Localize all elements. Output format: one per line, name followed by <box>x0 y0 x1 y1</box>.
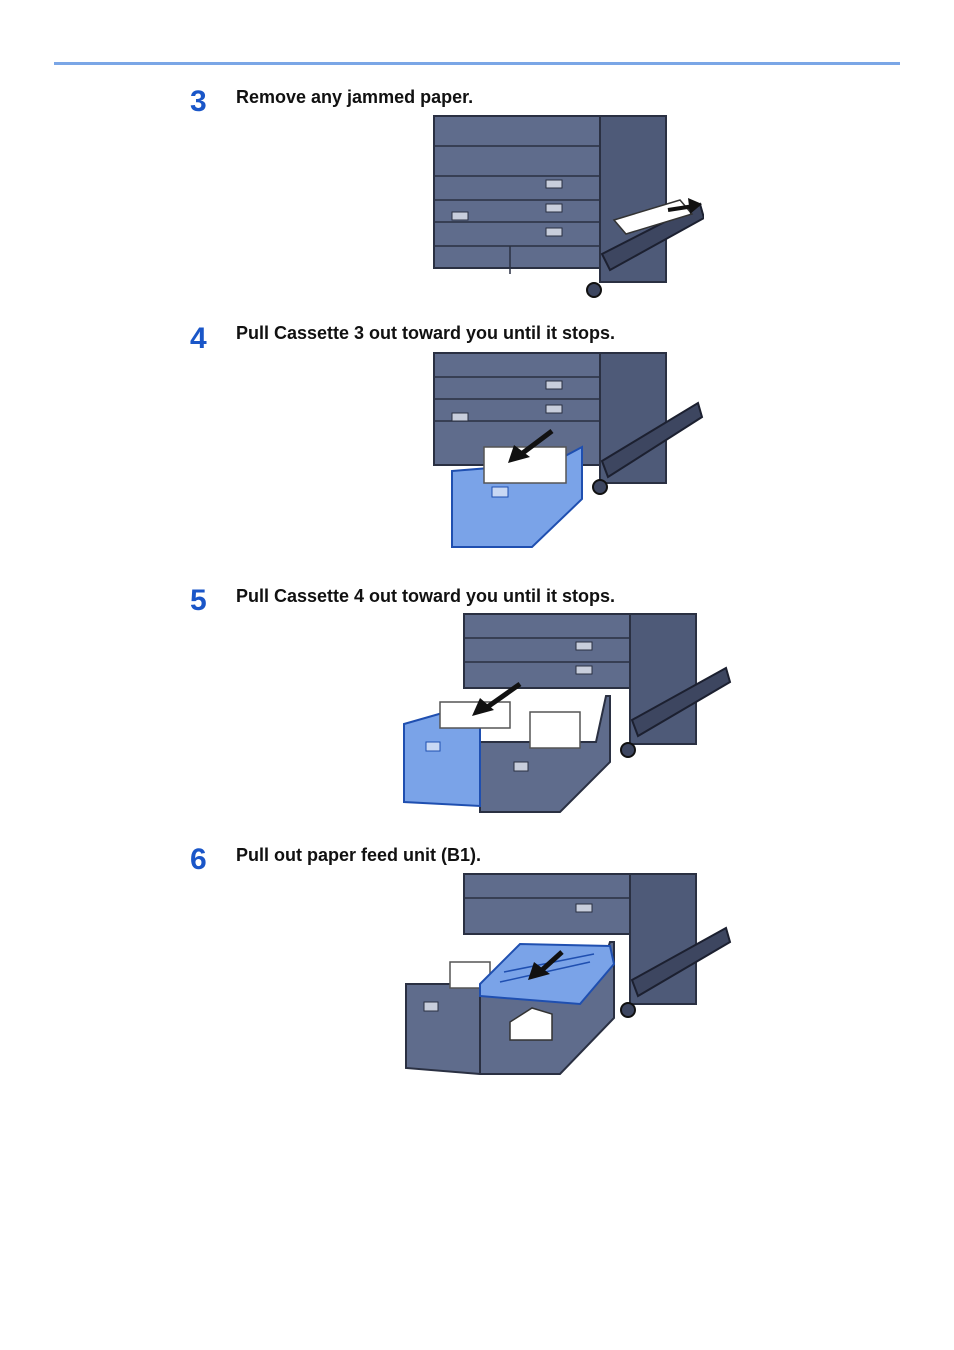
step-instruction: Pull out paper feed unit (B1). <box>236 845 482 865</box>
illustration-pull-cassette-4 <box>403 613 732 813</box>
step-number: 3 <box>190 85 207 118</box>
step-instruction: Remove any jammed paper. <box>236 87 474 107</box>
step-instruction: Pull Cassette 4 out toward you until it … <box>236 586 616 606</box>
step-number: 6 <box>190 843 207 876</box>
step-number: 5 <box>190 584 207 617</box>
step-instruction: Pull Cassette 3 out toward you until it … <box>236 323 616 343</box>
illustration-remove-jammed-paper <box>433 115 704 298</box>
illustration-pull-cassette-3 <box>433 352 704 548</box>
illustration-pull-paper-feed-unit <box>405 873 732 1075</box>
step-number: 4 <box>190 322 207 355</box>
header-rule <box>54 62 900 65</box>
